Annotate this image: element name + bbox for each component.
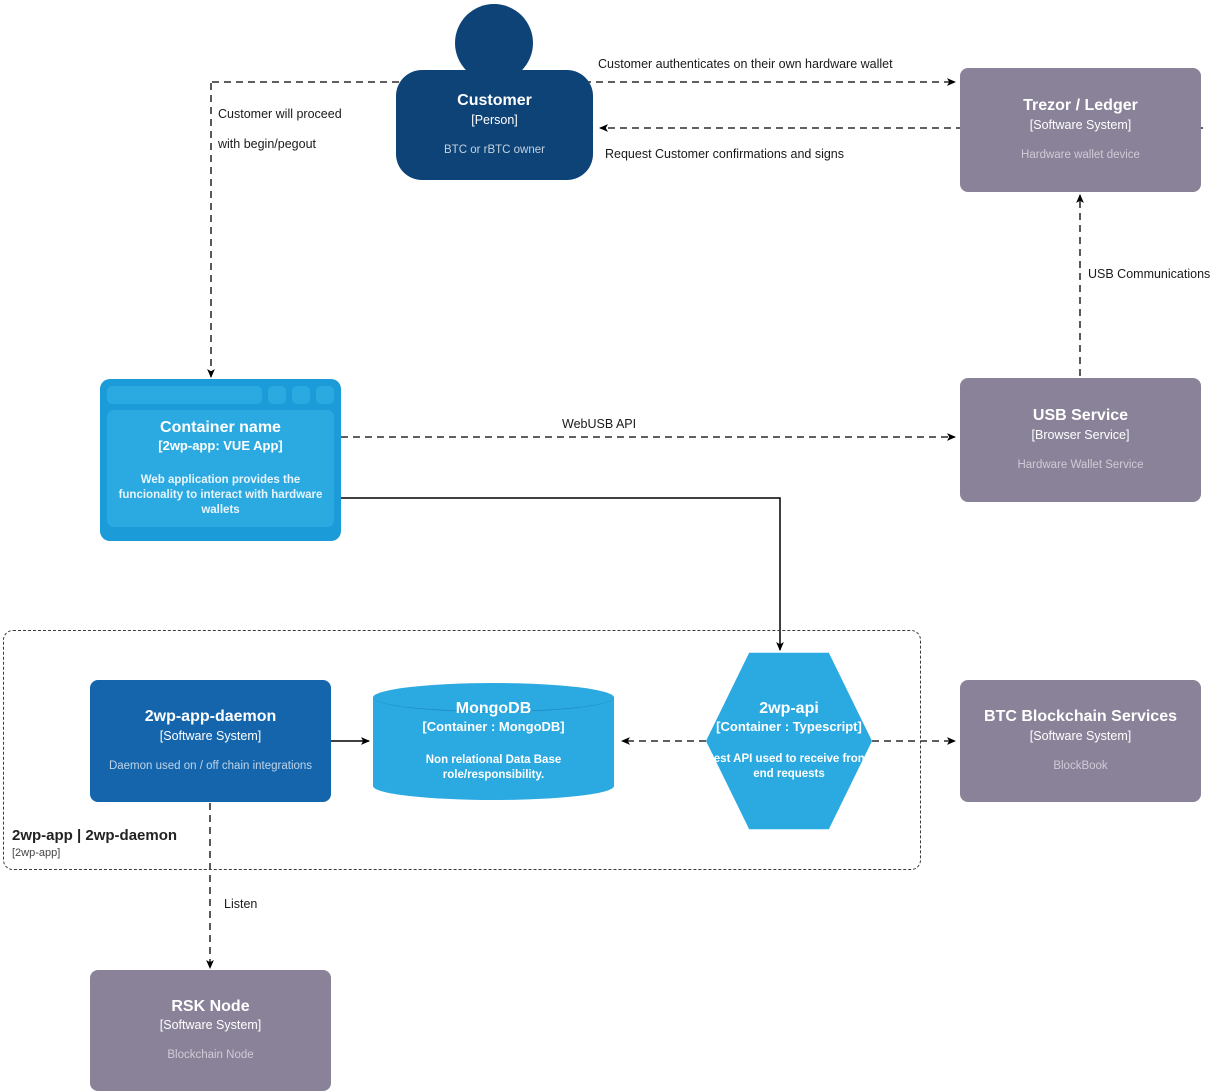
node-mongodb[interactable]: MongoDB [Container : MongoDB] Non relati…	[373, 683, 614, 800]
browser-control-icon-2	[292, 386, 310, 404]
boundary-name: 2wp-app | 2wp-daemon	[12, 827, 178, 844]
node-web-app[interactable]: Container name [2wp-app: VUE App] Web ap…	[100, 379, 341, 541]
customer-title: Customer	[457, 92, 532, 110]
edge-label-listen: Listen	[224, 897, 258, 911]
browser-address-bar	[107, 386, 262, 404]
api-description: Rest API used to receive front-end reque…	[705, 753, 873, 781]
browser-control-icon-1	[268, 386, 286, 404]
node-usb-service[interactable]: USB Service [Browser Service] Hardware W…	[960, 378, 1201, 502]
edge-label-customer-will-proceed-line1: Customer will proceed	[218, 107, 342, 121]
usb-service-title: USB Service	[1032, 407, 1129, 425]
btc-services-title: BTC Blockchain Services	[984, 708, 1177, 726]
mongodb-cylinder-body	[373, 697, 614, 800]
rsk-node-description: Blockchain Node	[167, 1049, 254, 1062]
node-2wp-app-daemon[interactable]: 2wp-app-daemon [Software System] Daemon …	[90, 680, 331, 802]
boundary-type: [2wp-app]	[12, 847, 61, 859]
trezor-ledger-title: Trezor / Ledger	[1023, 97, 1138, 115]
btc-services-description: BlockBook	[1053, 759, 1108, 772]
rsk-node-type: [Software System]	[159, 1018, 262, 1033]
mongodb-description: Non relational Data Base role/responsibi…	[425, 754, 562, 782]
browser-control-icon-3	[316, 386, 334, 404]
edge-label-customer-will-proceed-line2: with begin/pegout	[218, 137, 316, 151]
daemon-type: [Software System]	[159, 728, 262, 743]
btc-services-type: [Software System]	[1029, 728, 1132, 743]
edge-label-request-confirmations: Request Customer confirmations and signs	[605, 147, 845, 161]
api-type: [Container : Typescript]	[716, 719, 862, 735]
rsk-node-title: RSK Node	[171, 997, 250, 1015]
daemon-description: Daemon used on / off chain integrations	[108, 759, 313, 772]
usb-service-description: Hardware Wallet Service	[1017, 458, 1144, 471]
node-2wp-api[interactable]: 2wp-api [Container : Typescript] Rest AP…	[705, 651, 873, 831]
edge-label-customer-authenticates: Customer authenticates on their own hard…	[598, 57, 893, 71]
trezor-ledger-type: [Software System]	[1029, 117, 1132, 132]
customer-head-icon	[455, 4, 533, 82]
web-app-description: Web application provides the funcionalit…	[118, 474, 323, 517]
node-customer[interactable]: Customer [Person] BTC or rBTC owner	[396, 70, 593, 180]
edge-label-webusb-api: WebUSB API	[562, 417, 637, 431]
customer-description: BTC or rBTC owner	[444, 143, 545, 156]
edge-webapp-to-api	[341, 497, 784, 651]
api-label-group: 2wp-api [Container : Typescript] Rest AP…	[684, 651, 894, 831]
node-btc-blockchain-services[interactable]: BTC Blockchain Services [Software System…	[960, 680, 1201, 802]
usb-service-type: [Browser Service]	[1031, 427, 1130, 442]
mongodb-cylinder-top	[373, 683, 614, 712]
boundary-2wp-app	[3, 630, 921, 870]
web-app-title: Container name	[160, 418, 281, 436]
node-trezor-ledger[interactable]: Trezor / Ledger [Software System] Hardwa…	[960, 68, 1201, 192]
browser-titlebar	[107, 386, 334, 404]
mongodb-type: [Container : MongoDB]	[422, 719, 565, 735]
trezor-ledger-description: Hardware wallet device	[1021, 148, 1140, 161]
customer-type: [Person]	[471, 112, 518, 127]
web-app-type: [2wp-app: VUE App]	[158, 438, 283, 454]
mongodb-title: MongoDB	[455, 699, 532, 717]
edge-label-usb-communications: USB Communications	[1088, 267, 1211, 281]
web-app-body: Container name [2wp-app: VUE App] Web ap…	[107, 410, 334, 527]
mongodb-label-group: MongoDB [Container : MongoDB] Non relati…	[373, 683, 614, 800]
daemon-title: 2wp-app-daemon	[144, 708, 277, 726]
boundary-label: 2wp-app | 2wp-daemon [2wp-app]	[12, 827, 272, 860]
api-title: 2wp-api	[759, 699, 819, 717]
node-rsk-node[interactable]: RSK Node [Software System] Blockchain No…	[90, 970, 331, 1091]
